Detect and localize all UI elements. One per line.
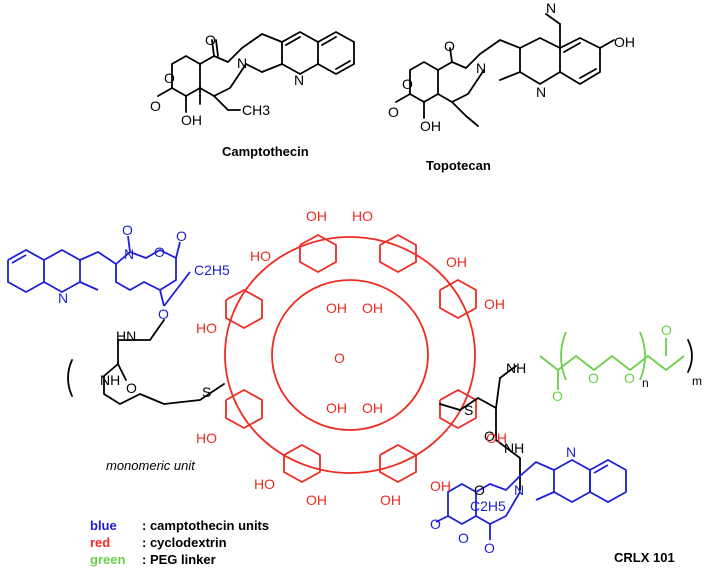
legend-key: green bbox=[90, 552, 126, 567]
atom-hn: HN bbox=[116, 328, 137, 344]
atom-n: N bbox=[294, 72, 305, 88]
atom-oh: OH bbox=[362, 400, 383, 416]
atom-oh: OH bbox=[362, 300, 383, 316]
atom-ho: HO bbox=[196, 320, 217, 336]
atom-n: N bbox=[476, 60, 487, 76]
left-camptothecin-unit bbox=[7, 235, 191, 307]
crlx-label: CRLX 101 bbox=[614, 550, 675, 565]
atom-o: O bbox=[388, 104, 399, 120]
atom-o: O bbox=[484, 540, 495, 556]
atom-ch3: CH3 bbox=[242, 102, 271, 118]
left-linker bbox=[67, 319, 225, 405]
atom-oh: OH bbox=[430, 478, 451, 494]
atom-n: N bbox=[536, 84, 547, 100]
atom-h: NH bbox=[506, 360, 527, 376]
atom-o: O bbox=[661, 322, 672, 338]
atom-o: O bbox=[402, 76, 413, 92]
atom-o: O bbox=[205, 32, 216, 48]
right-linker bbox=[439, 365, 521, 491]
atom-o: O bbox=[484, 428, 495, 444]
atom-s: S bbox=[202, 384, 212, 400]
legend-desc: : cyclodextrin bbox=[142, 535, 227, 550]
atom-o: O bbox=[164, 70, 175, 86]
topotecan-structure bbox=[395, 13, 615, 127]
peg-linker bbox=[539, 331, 685, 390]
atom-n: N bbox=[546, 0, 557, 16]
camptothecin-label: Camptothecin bbox=[222, 144, 309, 159]
atom-o: O bbox=[334, 350, 345, 366]
atom-oh: OH bbox=[306, 492, 327, 508]
atom-ho: HO bbox=[254, 476, 275, 492]
legend-key: blue bbox=[90, 518, 117, 533]
atom-o: O bbox=[122, 222, 133, 238]
atom-oh: OH bbox=[380, 492, 401, 508]
atom-n: N bbox=[514, 482, 525, 498]
atom-n: N bbox=[124, 246, 135, 262]
legend-row-blue: blue : camptothecin units bbox=[90, 518, 269, 533]
topotecan-label: Topotecan bbox=[426, 158, 491, 173]
legend-desc: : PEG linker bbox=[142, 552, 216, 567]
atom-o: O bbox=[474, 482, 485, 498]
atom-o: O bbox=[150, 98, 161, 114]
atom-s: S bbox=[464, 402, 474, 418]
repeat-bracket-right bbox=[687, 339, 693, 373]
subscript-m: m bbox=[692, 374, 702, 388]
atom-o: O bbox=[444, 38, 455, 54]
cyclodextrin-ring bbox=[224, 233, 477, 484]
atom-oh: OH bbox=[614, 34, 635, 50]
atom-o: O bbox=[458, 530, 469, 546]
camptothecin-structure bbox=[157, 31, 355, 113]
atom-oh: OH bbox=[486, 430, 507, 446]
atom-nh: NH bbox=[100, 372, 121, 388]
atom-o: O bbox=[588, 370, 599, 386]
atom-oh: OH bbox=[420, 118, 441, 134]
legend-desc: : camptothecin units bbox=[142, 518, 270, 533]
legend-key: red bbox=[90, 535, 111, 550]
atom-n: N bbox=[58, 290, 69, 306]
legend-row-green: green : PEG linker bbox=[90, 552, 216, 567]
atom-oh: OH bbox=[446, 254, 467, 270]
atom-o: O bbox=[158, 306, 169, 322]
atom-ho: HO bbox=[250, 248, 271, 264]
subscript-n: n bbox=[642, 376, 649, 390]
atom-oh: OH bbox=[326, 300, 347, 316]
atom-c2h5: C2H5 bbox=[470, 498, 506, 514]
atom-o: O bbox=[154, 244, 165, 260]
atom-oh: OH bbox=[326, 400, 347, 416]
legend-row-red: red : cyclodextrin bbox=[90, 535, 227, 550]
atom-o: O bbox=[552, 388, 563, 404]
atom-o: O bbox=[176, 228, 187, 244]
atom-c2h5: C2H5 bbox=[194, 262, 230, 278]
atom-n: N bbox=[237, 55, 248, 71]
atom-n: N bbox=[566, 444, 577, 460]
atom-o: O bbox=[430, 516, 441, 532]
atom-o: O bbox=[624, 370, 635, 386]
atom-ho: HO bbox=[352, 208, 373, 224]
atom-nh: NH bbox=[504, 440, 525, 456]
atom-oh: OH bbox=[181, 112, 202, 128]
atom-ho: HO bbox=[196, 430, 217, 446]
monomeric-unit-label: monomeric unit bbox=[106, 458, 195, 473]
right-camptothecin-unit bbox=[435, 458, 627, 540]
atom-o: O bbox=[126, 380, 137, 396]
atom-oh: OH bbox=[306, 208, 327, 224]
atom-oh: OH bbox=[484, 296, 505, 312]
